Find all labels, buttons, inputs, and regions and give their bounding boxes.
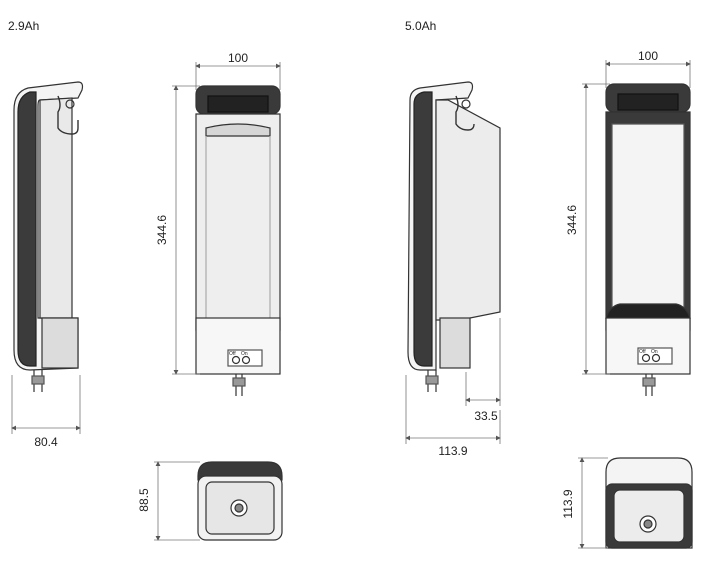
dim-side-width — [405, 375, 501, 444]
variant-label: 5.0Ah — [405, 19, 436, 33]
switch-off-label: Off — [229, 351, 236, 357]
dim-height-label: 344.6 — [155, 215, 169, 245]
variant-5-0ah: 5.0Ah 33.5 113.9 — [405, 19, 693, 549]
bottom-view — [197, 461, 283, 541]
dim-front-width — [605, 60, 691, 88]
dim-bottom-depth — [154, 461, 200, 541]
switch-on-label: On — [651, 349, 658, 355]
dim-side-width — [11, 375, 81, 434]
dim-front-width-label: 100 — [638, 49, 658, 63]
dim-height — [582, 83, 610, 375]
bottom-view — [605, 457, 693, 549]
dim-side-width-label: 80.4 — [34, 435, 58, 449]
front-view — [605, 83, 691, 396]
dim-height-label: 344.6 — [565, 205, 579, 235]
dim-bottom-depth-label: 113.9 — [561, 489, 575, 518]
dim-front-width-label: 100 — [228, 51, 248, 65]
side-view — [407, 81, 501, 392]
dim-bottom-depth-label: 88.5 — [137, 488, 151, 512]
variant-label: 2.9Ah — [8, 19, 39, 33]
side-view — [13, 81, 84, 392]
variant-2-9ah: 2.9Ah 80.4 — [8, 19, 283, 541]
dim-bottom-depth — [578, 457, 608, 549]
dim-side-width-label: 113.9 — [438, 444, 467, 458]
dim-height — [172, 85, 200, 375]
switch-on-label: On — [241, 351, 248, 357]
dim-side-step-label: 33.5 — [474, 409, 498, 423]
switch-off-label: Off — [639, 349, 646, 355]
front-view — [195, 85, 281, 396]
dim-side-step — [465, 318, 501, 406]
dim-front-width — [195, 62, 281, 90]
